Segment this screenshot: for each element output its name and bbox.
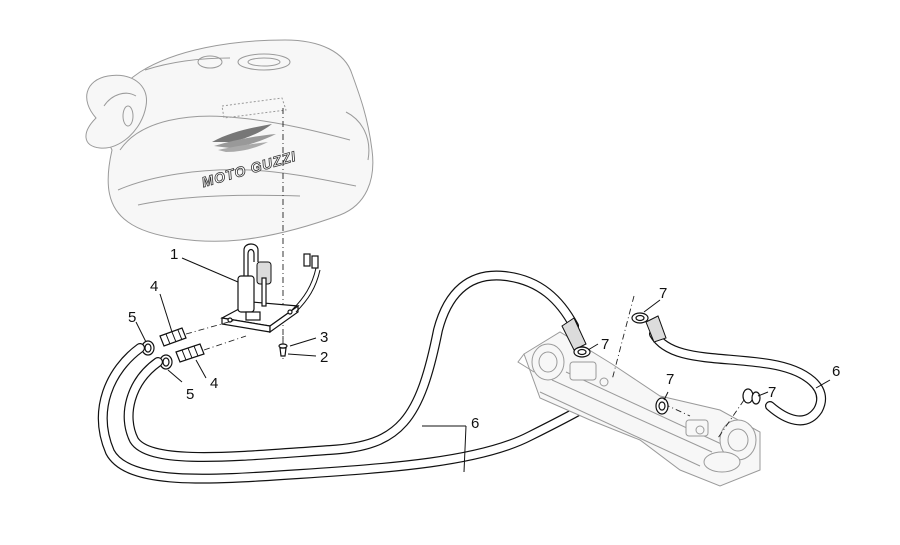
- screw-part: [278, 336, 288, 360]
- callout-6-main: 6: [471, 415, 479, 432]
- callout-3: 3: [320, 329, 328, 346]
- callout-5-lower: 5: [186, 386, 194, 403]
- leader-lines: [135, 257, 831, 473]
- callout-7-left: 7: [601, 336, 609, 353]
- callout-4-lower: 4: [210, 375, 218, 392]
- hose-clamp-7d: [742, 388, 761, 405]
- hose-connector-right: [645, 315, 667, 343]
- callout-7-top: 7: [659, 285, 667, 302]
- fuel-pump-assembly: [220, 243, 321, 334]
- hose-clamp-7a: [631, 312, 649, 324]
- callout-labels: 1 2 3 4 4 5 5 6 6 7 7 7 7: [128, 246, 840, 432]
- hose-clamp-7b: [573, 346, 591, 358]
- callout-4-upper: 4: [150, 278, 158, 295]
- callout-2: 2: [320, 349, 328, 366]
- eagle-emblem-icon: [212, 124, 276, 152]
- hose-clamp-upper: [141, 340, 155, 356]
- fuel-hose-return: [649, 329, 827, 426]
- throttle-body-assembly: [517, 331, 761, 487]
- fuel-hose-main: [97, 270, 617, 484]
- assembly-line-a: [611, 295, 635, 381]
- callout-5-upper: 5: [128, 309, 136, 326]
- callout-6-return: 6: [832, 363, 840, 380]
- hose-clamp-7c: [655, 397, 669, 415]
- hose-fitting-lower: [175, 335, 247, 363]
- hose-fitting-upper: [159, 319, 237, 347]
- hose-connector-left: [561, 317, 587, 351]
- hose-clamp-lower: [159, 354, 173, 370]
- callout-1: 1: [170, 246, 178, 263]
- callout-7-right: 7: [768, 384, 776, 401]
- fuel-tank: MOTO GUZZI: [85, 39, 374, 242]
- callout-7-middle: 7: [666, 371, 674, 388]
